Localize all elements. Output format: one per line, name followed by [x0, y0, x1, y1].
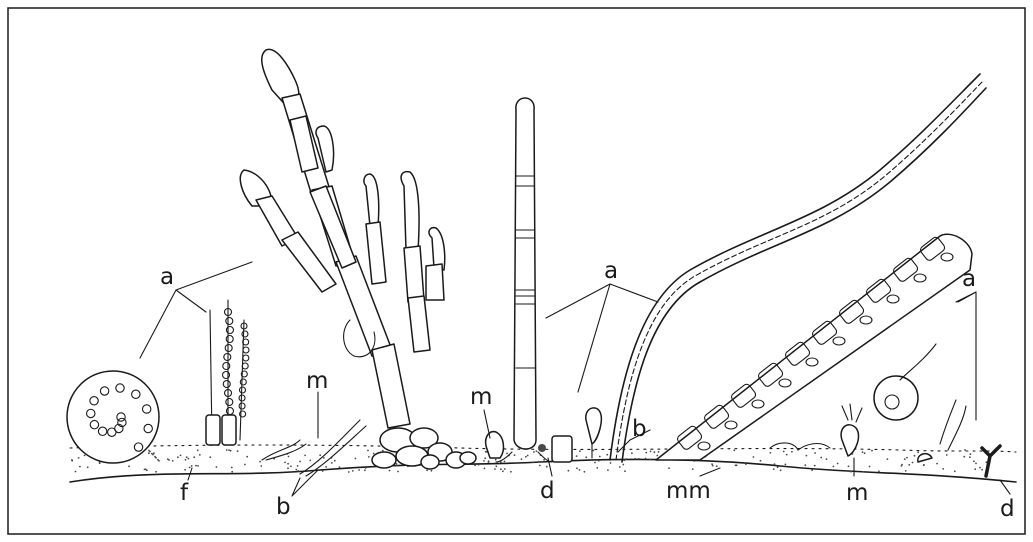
tall-segmented-filament — [496, 98, 552, 462]
label-a-diatom: a — [962, 266, 976, 292]
label-mm: mm — [666, 478, 711, 504]
label-f: f — [180, 480, 189, 506]
broad-cellular-filament — [656, 234, 972, 460]
label-d-right: d — [1000, 496, 1015, 522]
upright-filament-cluster — [206, 300, 249, 445]
label-m-right: m — [846, 480, 868, 506]
label-b-left: b — [276, 494, 291, 520]
label-m-left: m — [306, 368, 328, 394]
label-a-coccoid: a — [160, 264, 174, 290]
label-d-mid: d — [540, 478, 555, 504]
coccoid-colony — [67, 371, 159, 463]
label-a-filament: a — [604, 258, 618, 284]
label-m-mid: m — [470, 384, 492, 410]
label-b-mid: b — [632, 416, 647, 442]
basal-cell-cluster — [372, 428, 476, 469]
branched-filamentous-alga — [240, 49, 444, 428]
